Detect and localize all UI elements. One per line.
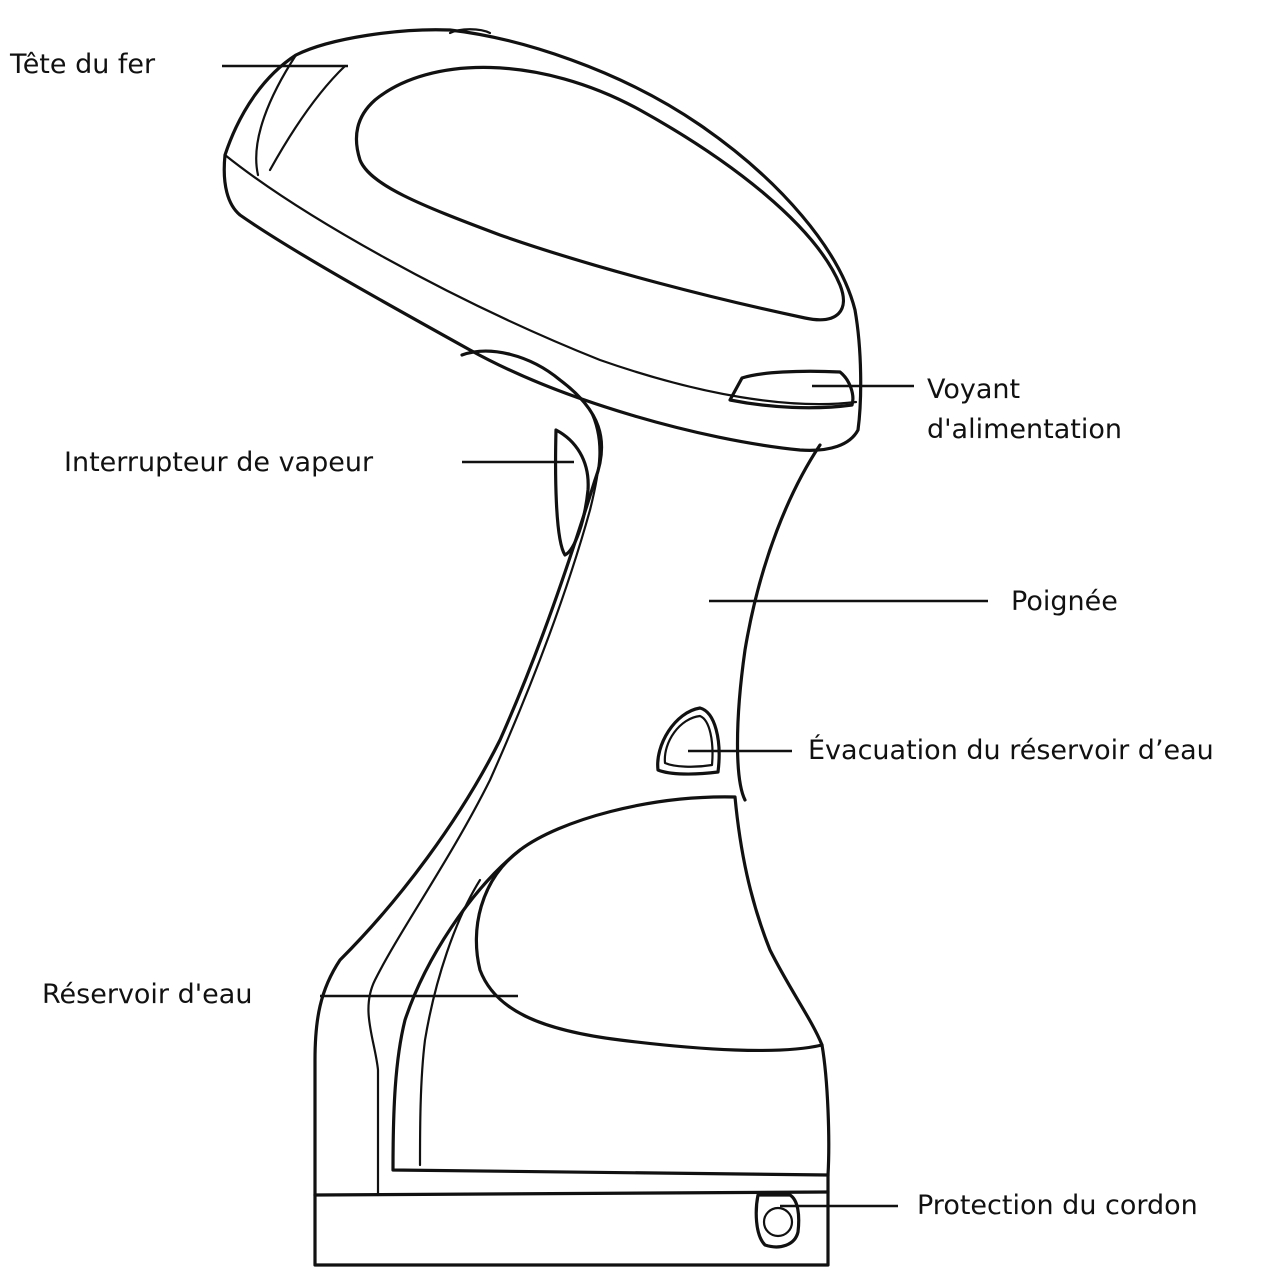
label-tank: Réservoir d'eau xyxy=(42,979,253,1010)
power-light-slot xyxy=(728,369,855,410)
top-ridge xyxy=(448,28,492,35)
label-power-light-line2: d'alimentation xyxy=(927,414,1122,445)
cord-guard-hole xyxy=(762,1206,794,1238)
iron-head-shell xyxy=(222,28,863,452)
handle-inner-line xyxy=(367,408,601,1197)
drain-button-inner xyxy=(663,714,714,768)
label-head: Tête du fer xyxy=(10,49,156,80)
label-steam-switch: Interrupteur de vapeur xyxy=(64,447,374,478)
label-cord-guard: Protection du cordon xyxy=(917,1190,1198,1221)
label-power-light-line1: Voyant xyxy=(927,374,1021,405)
drain-button xyxy=(656,706,721,776)
label-handle: Poignée xyxy=(1011,586,1118,617)
label-drain: Évacuation du réservoir d’eau xyxy=(808,735,1214,766)
tank-window xyxy=(474,795,824,1053)
handle-front-contour xyxy=(313,349,604,1197)
tank-lower-edge xyxy=(391,848,830,1177)
iron-head-band xyxy=(255,53,347,177)
tank-outline-right xyxy=(820,1043,831,1177)
base-outline xyxy=(313,1173,830,1267)
tank-inner-edge xyxy=(418,878,482,1167)
handle-back-contour xyxy=(735,443,822,802)
base-top xyxy=(313,1190,830,1197)
steam-switch xyxy=(553,428,590,557)
iron-head-lower-edge xyxy=(223,153,858,406)
iron-top-panel xyxy=(354,65,846,322)
